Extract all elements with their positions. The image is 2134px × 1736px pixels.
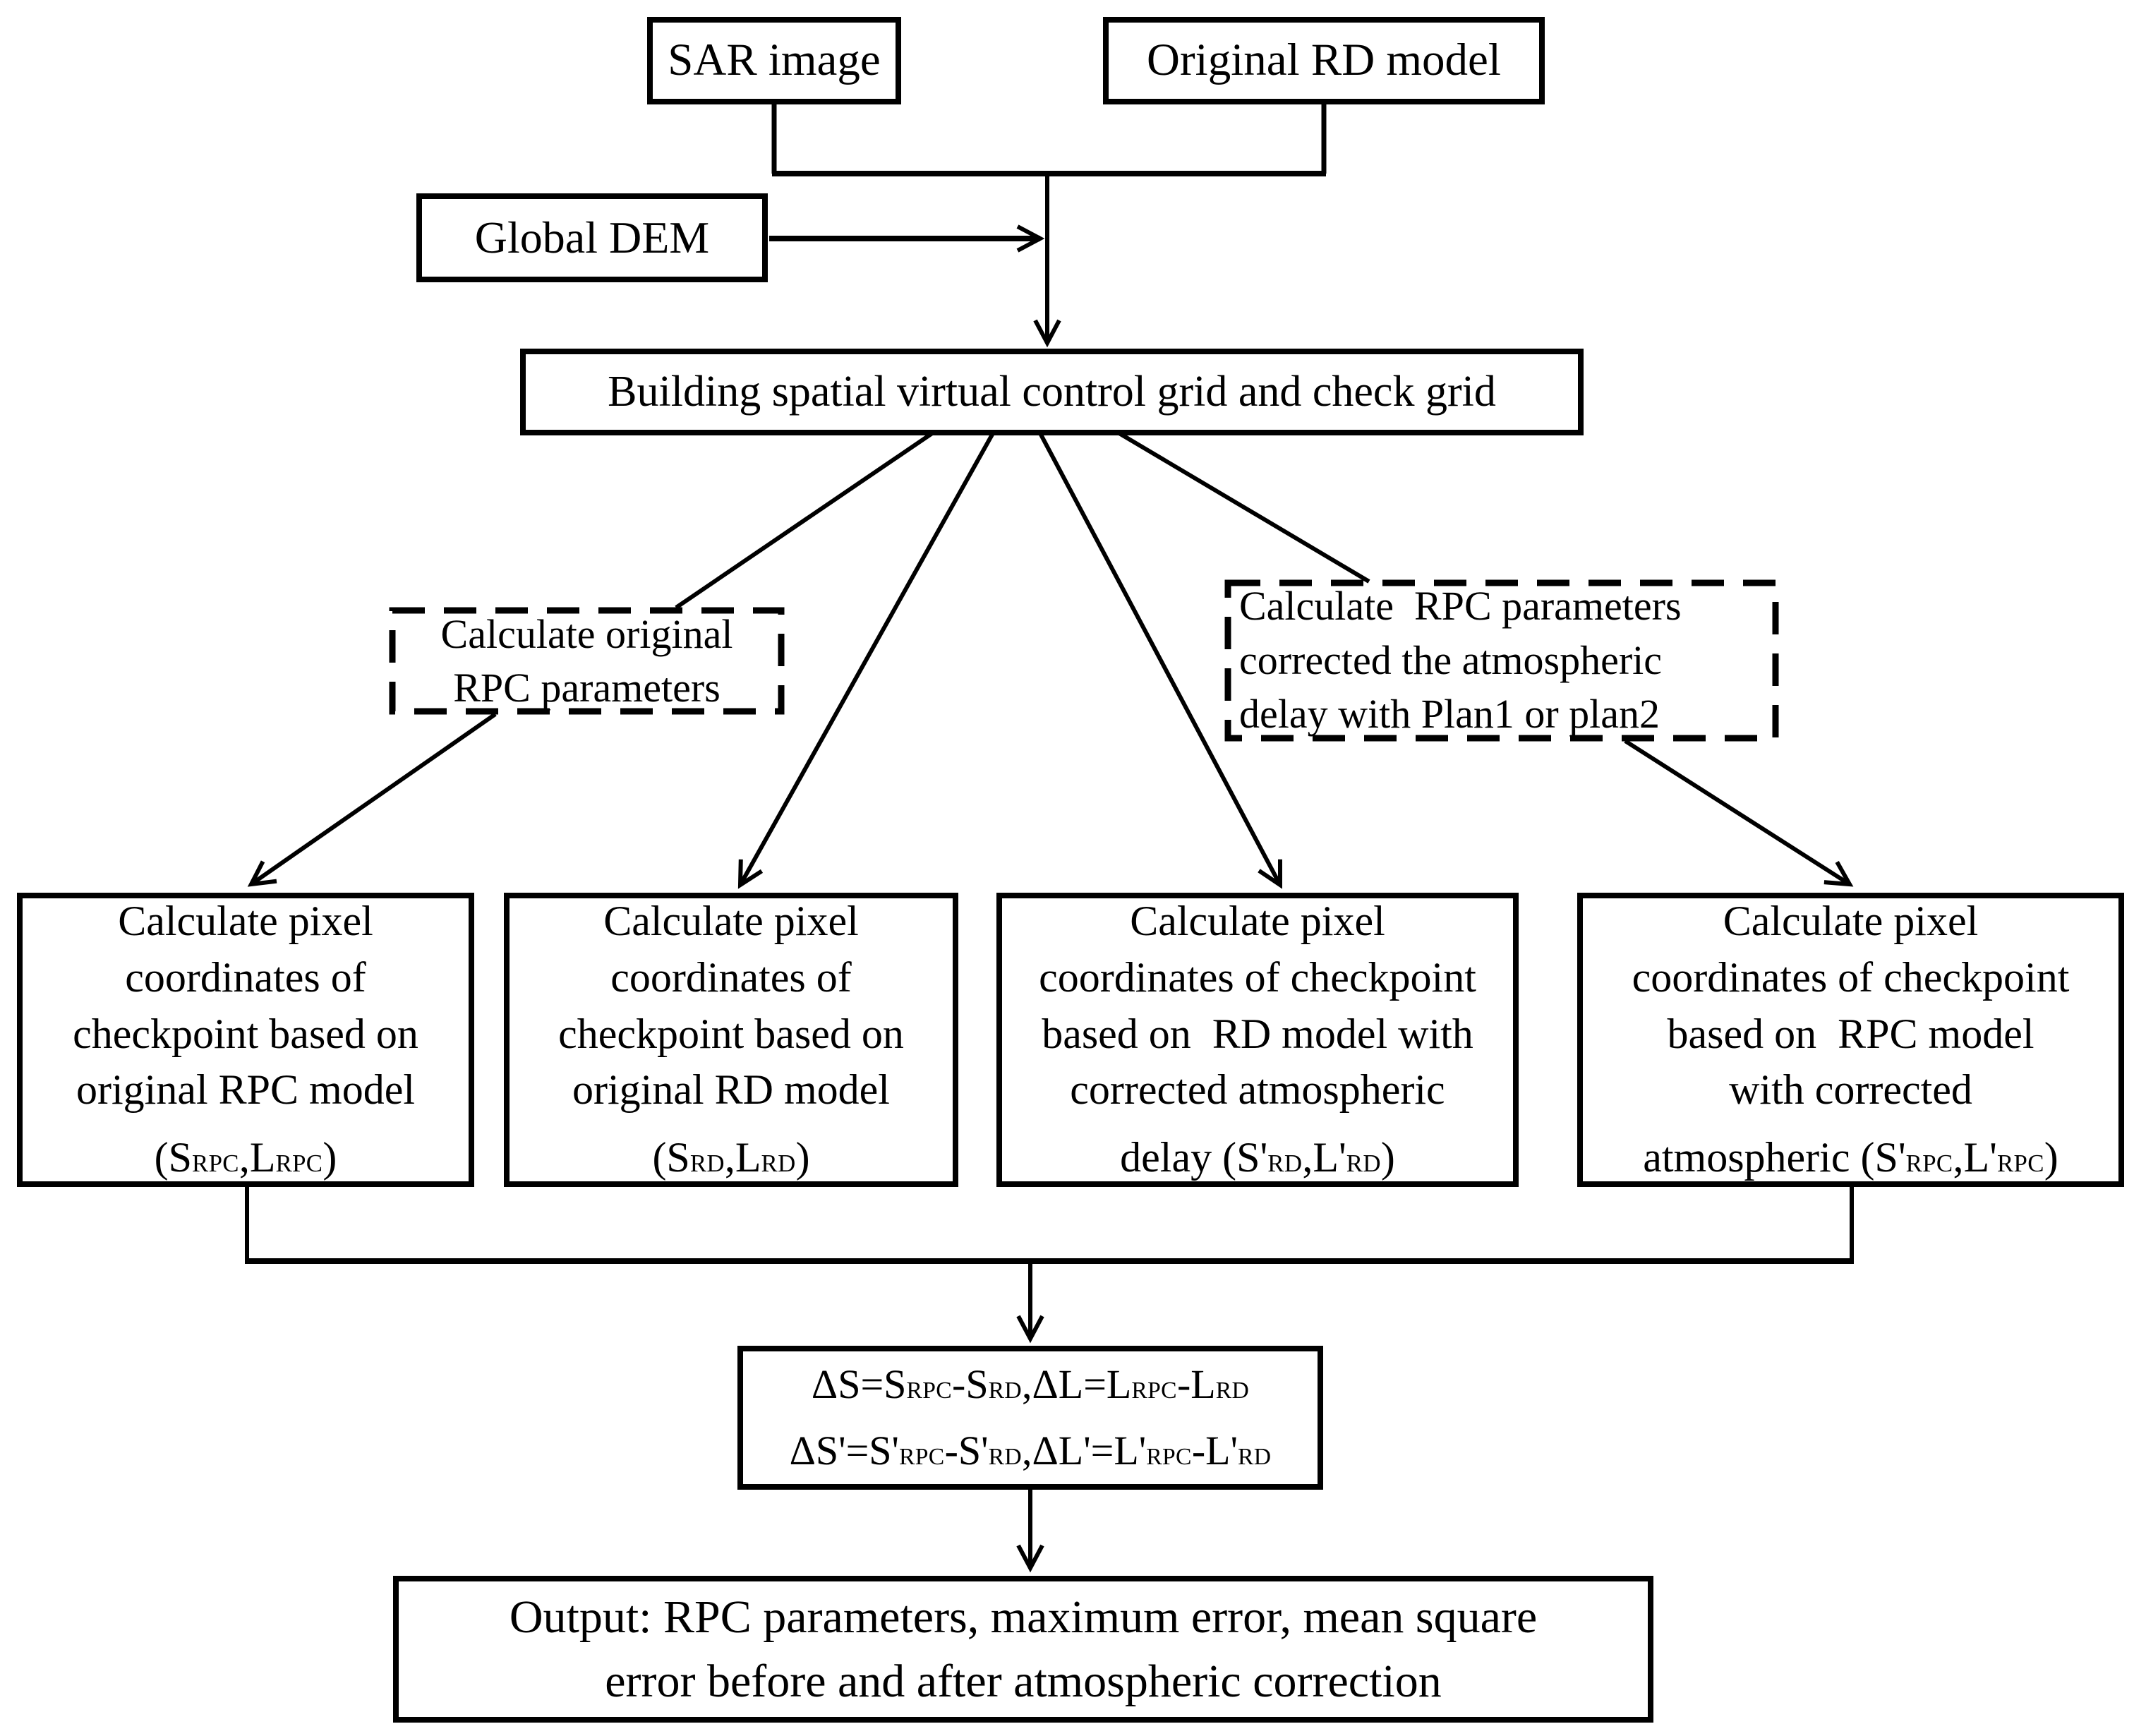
connector-fan-to-box2 xyxy=(737,432,995,889)
node-global-dem-label: Global DEM xyxy=(474,212,710,263)
node-building-grid-label: Building spatial virtual control grid an… xyxy=(608,367,1496,416)
node-sar-image-label: SAR image xyxy=(668,35,881,86)
dashed-border-calc-rpc-corrected xyxy=(1224,579,1779,742)
node-pixel-rd-formula: (SRD,LRD) xyxy=(652,1134,810,1181)
node-original-rd-model: Original RD model xyxy=(1103,17,1545,104)
node-sar-image: SAR image xyxy=(647,17,901,104)
dashed-border-calc-original-rpc xyxy=(389,607,785,715)
node-output-label: Output: RPC parameters, maximum error, m… xyxy=(509,1591,1538,1707)
connector-fan-to-dashed2 xyxy=(1118,431,1370,584)
node-pixel-rpc-formula: (SRPC,LRPC) xyxy=(154,1134,337,1181)
connector-fan-to-box3 xyxy=(1038,432,1282,889)
connector-dashed2-to-box4 xyxy=(1624,739,1854,887)
node-pixel-rpc-corrected-formula: atmospheric (S'RPC,L'RPC) xyxy=(1643,1134,2058,1181)
connector-dashed1-to-box1 xyxy=(247,712,497,887)
node-output: Output: RPC parameters, maximum error, m… xyxy=(393,1576,1653,1723)
node-building-grid: Building spatial virtual control grid an… xyxy=(520,349,1584,435)
node-pixel-rd-corrected-formula: delay (S'RD,L'RD) xyxy=(1120,1134,1395,1181)
node-original-rd-model-label: Original RD model xyxy=(1147,35,1501,86)
connector-fan-to-dashed1 xyxy=(675,431,934,610)
node-global-dem: Global DEM xyxy=(416,193,768,282)
